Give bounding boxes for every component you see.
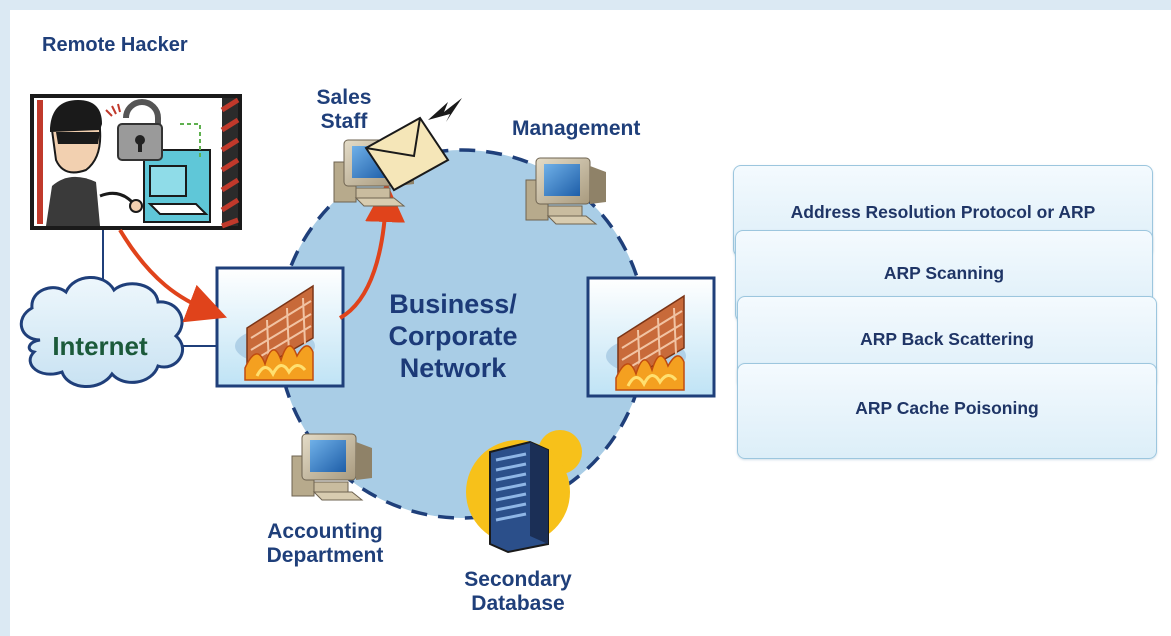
accounting-line-2: Department xyxy=(266,544,384,567)
database-line-2: Database xyxy=(471,592,565,615)
secondary-database-label: Secondary Database xyxy=(446,568,590,616)
internet-label: Internet xyxy=(52,331,148,361)
sales-staff-line-2: Staff xyxy=(320,110,368,133)
attack-card-label: Address Resolution Protocol or ARP xyxy=(790,202,1096,222)
network-line-3: Network xyxy=(399,353,507,383)
sales-staff-label: Sales Staff xyxy=(296,86,392,134)
management-label: Management xyxy=(512,117,641,140)
email-icon xyxy=(364,98,462,192)
sales-staff-line-1: Sales xyxy=(316,86,372,109)
attack-card-label: ARP Back Scattering xyxy=(860,329,1034,349)
business-network-label: Business/ Corporate Network xyxy=(362,288,544,384)
secondary-database-icon xyxy=(466,430,582,554)
accounting-computer-icon xyxy=(291,433,373,501)
right-firewall-icon xyxy=(586,276,716,398)
accounting-department-label: Accounting Department xyxy=(250,520,400,568)
database-line-1: Secondary xyxy=(464,568,572,591)
remote-hacker-label: Remote Hacker xyxy=(42,34,188,56)
network-line-2: Corporate xyxy=(388,321,518,351)
attack-card-label: ARP Cache Poisoning xyxy=(855,398,1039,418)
left-firewall-icon xyxy=(215,266,345,388)
internet-cloud-icon xyxy=(19,276,184,388)
attack-card-label: ARP Scanning xyxy=(883,263,1005,283)
firewall-to-sales-arrow xyxy=(338,182,406,320)
remote-hacker-illustration xyxy=(30,94,242,230)
accounting-line-1: Accounting xyxy=(267,520,383,543)
hacker-to-firewall-arrow xyxy=(118,228,227,323)
attack-card-arp-cache-poisoning: ARP Cache Poisoning xyxy=(737,363,1157,459)
network-line-1: Business/ xyxy=(389,289,517,319)
